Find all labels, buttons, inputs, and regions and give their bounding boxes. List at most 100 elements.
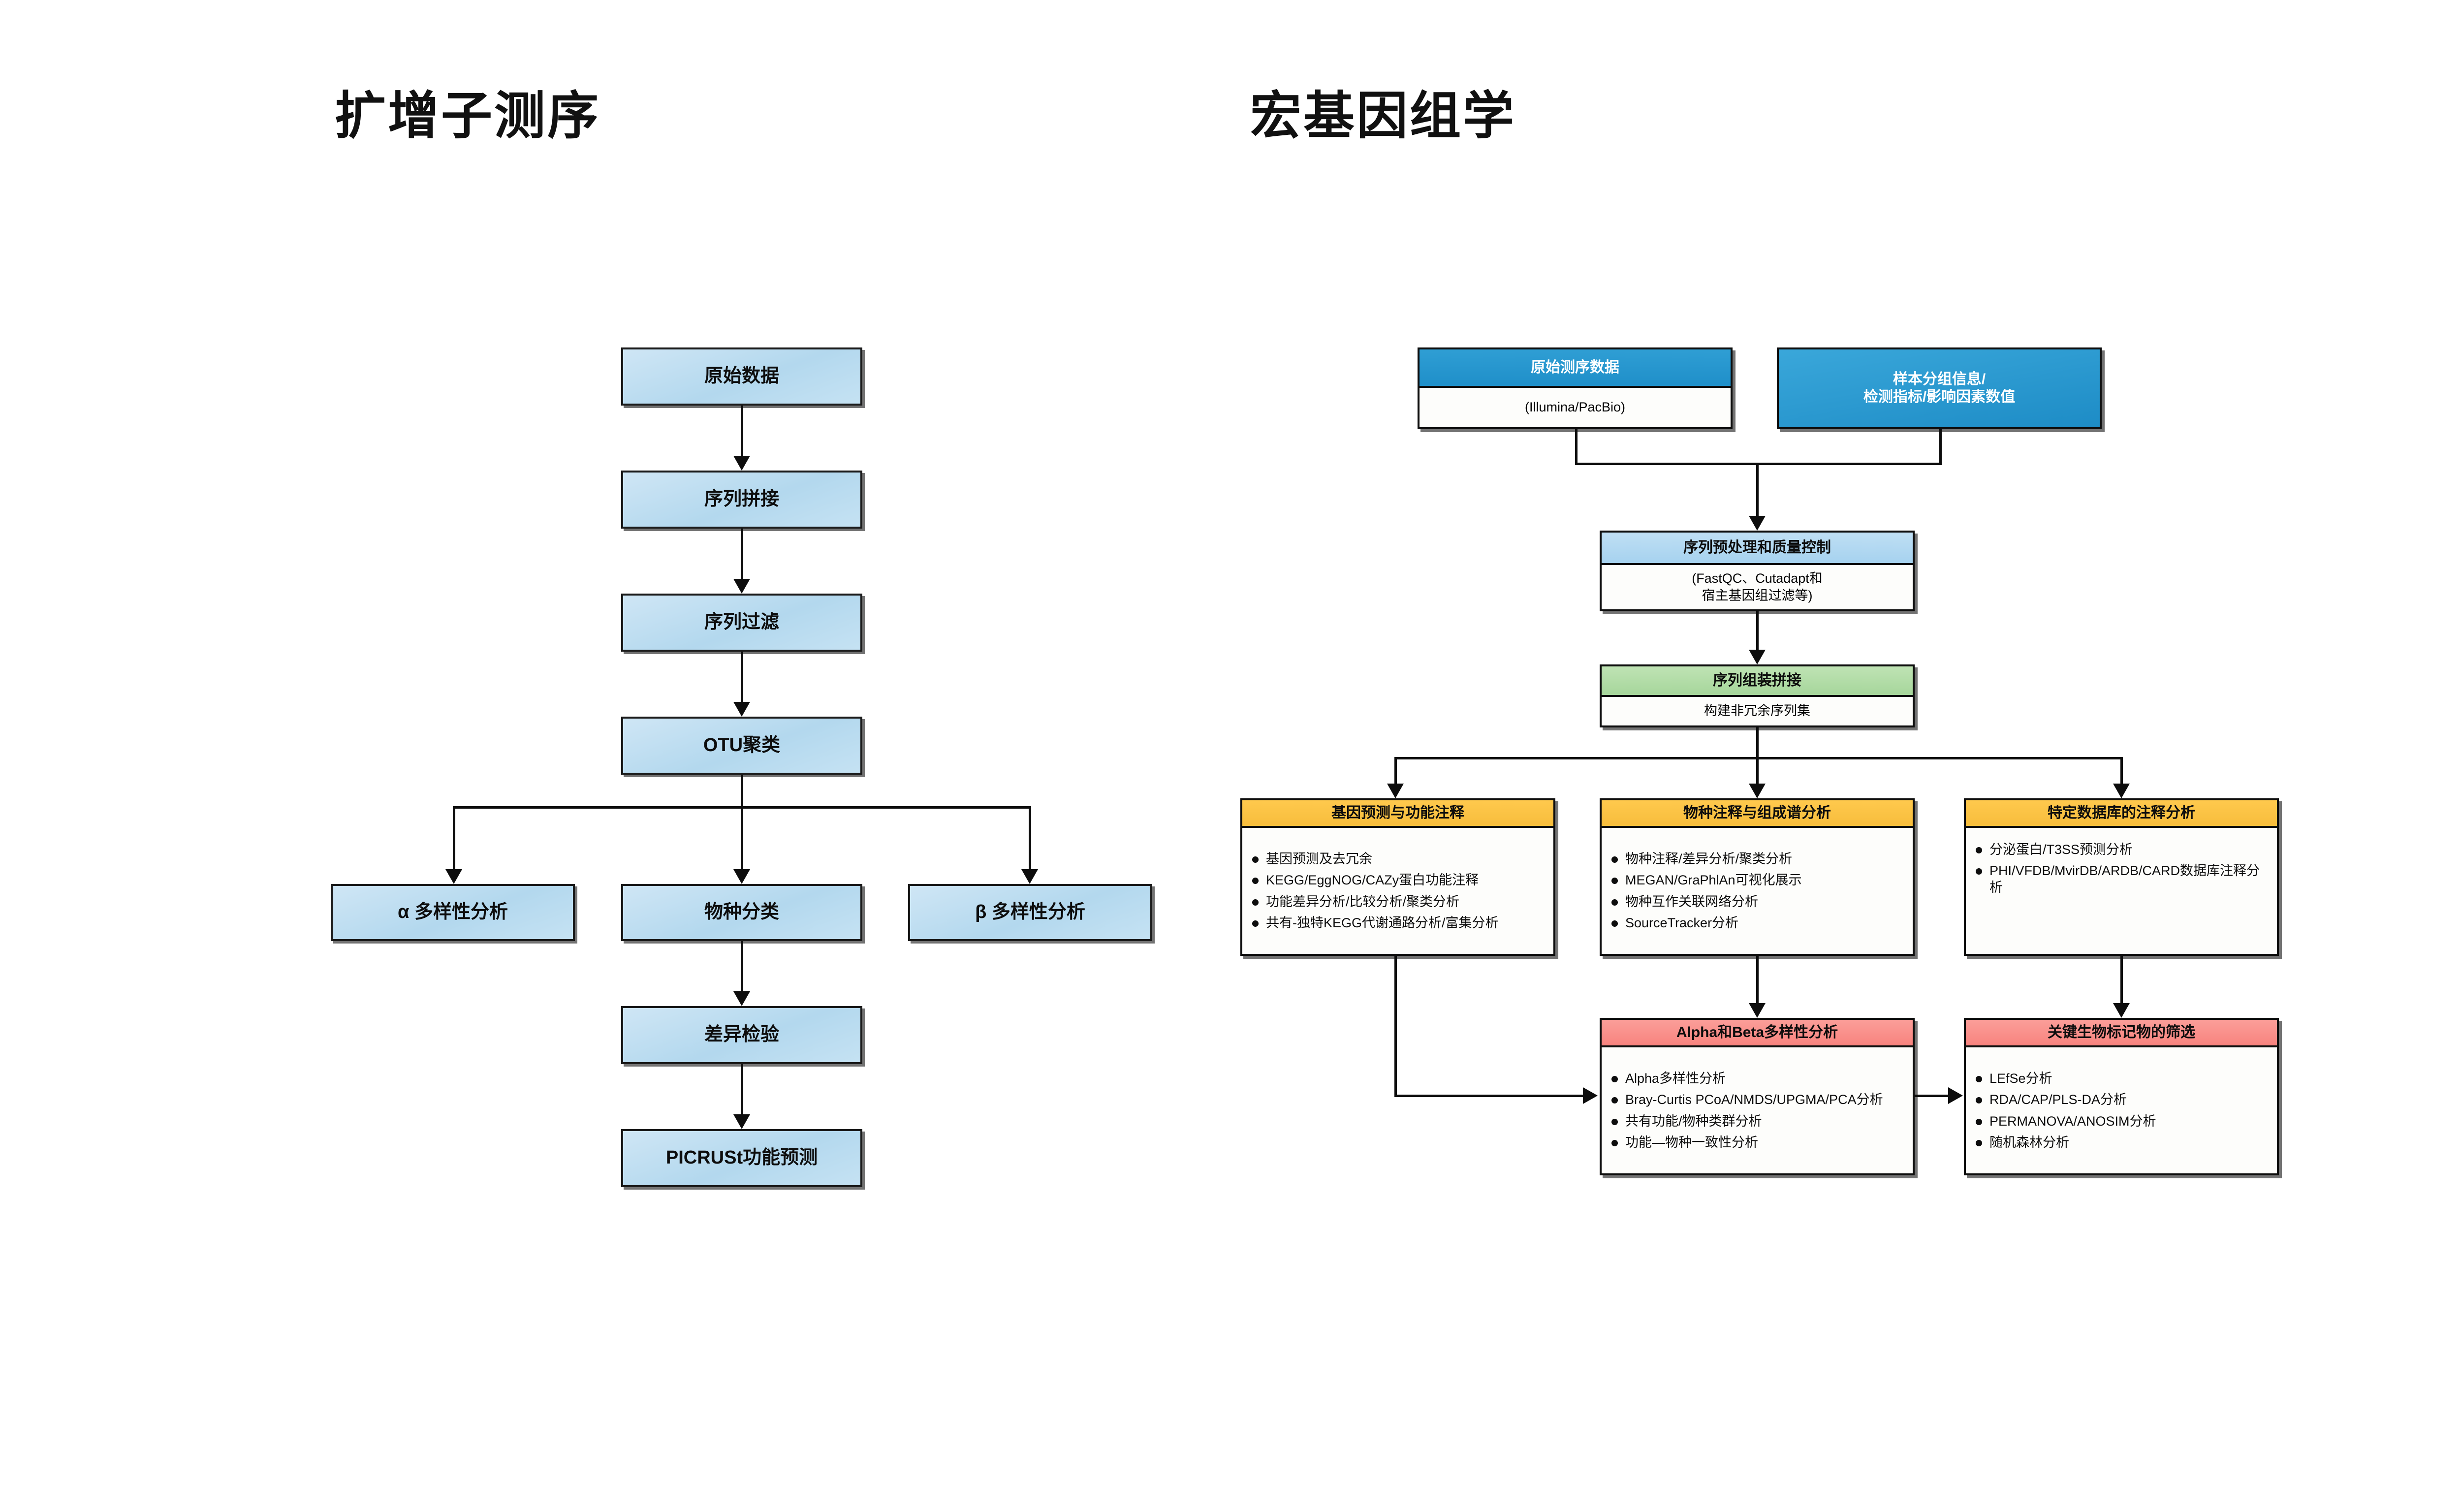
list-item: Alpha多样性分析 [1609, 1070, 1906, 1087]
node-sequence-merge[interactable]: 序列拼接 [621, 471, 862, 529]
arrow-difftest-to-picrust [733, 1114, 750, 1129]
card-biomarker-screening-header: 关键生物标记物的筛选 [1966, 1020, 2277, 1047]
list-item: MEGAN/GraPhlAn可视化展示 [1609, 872, 1906, 888]
card-taxa-annotation[interactable]: 物种注释与组成谱分析 物种注释/差异分析/聚类分析 MEGAN/GraPhlAn… [1600, 798, 1915, 956]
card-sequence-assembly-header: 序列组装拼接 [1602, 666, 1913, 697]
list-item: Bray-Curtis PCoA/NMDS/UPGMA/PCA分析 [1609, 1091, 1906, 1108]
arrow-taxa-to-alphabeta [1749, 1003, 1766, 1018]
list-item: 分泌蛋白/T3SS预测分析 [1973, 841, 2270, 858]
node-sequence-filter[interactable]: 序列过滤 [621, 594, 862, 652]
connector-otu-stem [741, 775, 743, 807]
card-taxa-annotation-header: 物种注释与组成谱分析 [1602, 800, 1913, 828]
list-item: PERMANOVA/ANOSIM分析 [1973, 1113, 2270, 1130]
connector-otu-to-taxonomy [741, 806, 743, 871]
card-sequence-assembly[interactable]: 序列组装拼接 构建非冗余序列集 [1600, 664, 1915, 727]
list-item: 物种注释/差异分析/聚类分析 [1609, 850, 1906, 867]
node-otu-clustering[interactable]: OTU聚类 [621, 717, 862, 775]
card-quality-control[interactable]: 序列预处理和质量控制 (FastQC、Cutadapt和 宿主基因组过滤等) [1600, 531, 1915, 611]
card-gene-prediction[interactable]: 基因预测与功能注释 基因预测及去冗余 KEGG/EggNOG/CAZy蛋白功能注… [1240, 798, 1555, 956]
card-database-annotation-header: 特定数据库的注释分析 [1966, 800, 2277, 828]
list-item: 基因预测及去冗余 [1249, 850, 1546, 867]
node-alpha-diversity-label: α 多样性分析 [398, 902, 508, 923]
connector-otu-to-beta [1029, 806, 1031, 871]
node-picrust-prediction-label: PICRUSt功能预测 [665, 1147, 818, 1168]
connector-merge-to-qc [1756, 463, 1759, 518]
card-raw-sequencing-data-header: 原始测序数据 [1420, 349, 1731, 388]
arrow-taxonomy-to-difftest [733, 991, 750, 1006]
node-raw-data[interactable]: 原始数据 [621, 347, 862, 406]
connector-qc-to-assembly [1756, 611, 1759, 652]
card-raw-sequencing-data[interactable]: 原始测序数据 (Illumina/PacBio) [1418, 347, 1733, 429]
card-sequence-assembly-body: 构建非冗余序列集 [1704, 703, 1810, 719]
arrow-otu-to-taxonomy [733, 869, 750, 884]
list-item: RDA/CAP/PLS-DA分析 [1973, 1091, 2270, 1108]
left-chart-title: 扩增子测序 [335, 88, 601, 145]
right-chart-title: 宏基因组学 [1250, 88, 1516, 145]
list-item: 功能—物种一致性分析 [1609, 1134, 1906, 1151]
node-taxonomy[interactable]: 物种分类 [621, 884, 862, 941]
arrow-qc-to-assembly [1749, 650, 1766, 664]
list-item: KEGG/EggNOG/CAZy蛋白功能注释 [1249, 872, 1546, 888]
card-gene-prediction-header: 基因预测与功能注释 [1242, 800, 1553, 828]
arrow-merge-to-filter [733, 579, 750, 594]
arrow-assembly-to-db [2113, 784, 2130, 798]
list-item: 共有-独特KEGG代谢通路分析/富集分析 [1249, 914, 1546, 931]
arrow-assembly-to-taxa [1749, 784, 1766, 798]
arrow-alphabeta-to-biomarker [1948, 1087, 1963, 1104]
node-difference-test-label: 差异检验 [704, 1024, 779, 1045]
card-database-annotation[interactable]: 特定数据库的注释分析 分泌蛋白/T3SS预测分析 PHI/VFDB/MvirDB… [1964, 798, 2279, 956]
connector-assembly-to-taxa [1756, 757, 1759, 786]
list-item: 随机森林分析 [1973, 1134, 2270, 1151]
node-beta-diversity[interactable]: β 多样性分析 [908, 884, 1152, 941]
node-taxonomy-label: 物种分类 [704, 902, 779, 923]
connector-taxa-to-alphabeta [1756, 956, 1759, 1005]
node-picrust-prediction[interactable]: PICRUSt功能预测 [621, 1129, 862, 1187]
node-otu-clustering-label: OTU聚类 [703, 735, 781, 756]
connector-raw-down [1575, 429, 1578, 465]
connector-gene-down [1394, 956, 1397, 1097]
arrow-otu-to-alpha [445, 869, 462, 884]
node-raw-data-label: 原始数据 [704, 366, 779, 387]
list-item: PHI/VFDB/MvirDB/ARDB/CARD数据库注释分析 [1973, 862, 2270, 896]
node-difference-test[interactable]: 差异检验 [621, 1006, 862, 1064]
node-alpha-diversity[interactable]: α 多样性分析 [331, 884, 575, 941]
connector-db-to-biomarker [2120, 956, 2123, 1005]
card-biomarker-screening-list: LEfSe分析 RDA/CAP/PLS-DA分析 PERMANOVA/ANOSI… [1973, 1066, 2270, 1155]
list-item: SourceTracker分析 [1609, 914, 1906, 931]
list-item: 功能差异分析/比较分析/聚类分析 [1249, 893, 1546, 910]
card-alpha-beta-diversity-list: Alpha多样性分析 Bray-Curtis PCoA/NMDS/UPGMA/P… [1609, 1066, 1906, 1155]
list-item: 物种互作关联网络分析 [1609, 893, 1906, 910]
card-quality-control-body: (FastQC、Cutadapt和 宿主基因组过滤等) [1692, 570, 1823, 603]
card-alpha-beta-diversity[interactable]: Alpha和Beta多样性分析 Alpha多样性分析 Bray-Curtis P… [1600, 1018, 1915, 1175]
list-item: LEfSe分析 [1973, 1070, 2270, 1087]
node-sequence-merge-label: 序列拼接 [704, 489, 779, 510]
arrow-raw-to-merge [733, 456, 750, 471]
connector-taxonomy-to-difftest [741, 941, 743, 993]
connector-meta-down [1939, 429, 1942, 465]
arrow-filter-to-otu [733, 702, 750, 717]
connector-assembly-stem [1756, 727, 1759, 758]
connector-difftest-to-picrust [741, 1064, 743, 1116]
connector-alphabeta-to-biomarker [1915, 1095, 1949, 1097]
arrow-assembly-to-gene [1387, 784, 1404, 798]
card-biomarker-screening[interactable]: 关键生物标记物的筛选 LEfSe分析 RDA/CAP/PLS-DA分析 PERM… [1964, 1018, 2279, 1175]
connector-otu-to-alpha [453, 806, 455, 871]
card-taxa-annotation-list: 物种注释/差异分析/聚类分析 MEGAN/GraPhlAn可视化展示 物种互作关… [1609, 846, 1906, 935]
node-beta-diversity-label: β 多样性分析 [975, 902, 1085, 923]
card-sample-metadata-header: 样本分组信息/ 检测指标/影响因素数值 [1863, 371, 2016, 405]
node-sequence-filter-label: 序列过滤 [704, 612, 779, 633]
arrow-otu-to-beta [1021, 869, 1038, 884]
card-database-annotation-list: 分泌蛋白/T3SS预测分析 PHI/VFDB/MvirDB/ARDB/CARD数… [1973, 837, 2270, 900]
connector-raw-to-merge [741, 406, 743, 458]
connector-merge-to-filter [741, 529, 743, 581]
arrow-db-to-biomarker [2113, 1003, 2130, 1018]
connector-gene-right [1394, 1095, 1584, 1097]
card-sample-metadata[interactable]: 样本分组信息/ 检测指标/影响因素数值 [1777, 347, 2102, 429]
card-alpha-beta-diversity-header: Alpha和Beta多样性分析 [1602, 1020, 1913, 1047]
connector-assembly-to-gene [1394, 757, 1397, 786]
arrow-merge-to-qc [1749, 516, 1766, 531]
connector-assembly-to-db [2120, 757, 2123, 786]
card-raw-sequencing-data-body: (Illumina/PacBio) [1524, 400, 1626, 415]
card-quality-control-header: 序列预处理和质量控制 [1602, 533, 1913, 565]
